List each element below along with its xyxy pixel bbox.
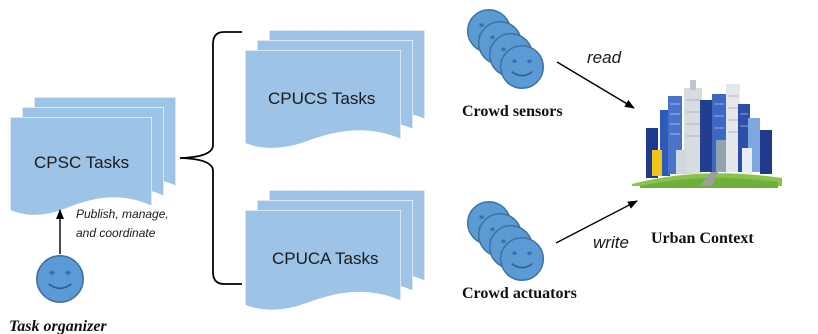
write-arrow — [555, 200, 638, 244]
cpucs-doc-stack: CPUCS Tasks — [245, 30, 425, 150]
organizer-action-line2: and coordinate — [76, 226, 156, 240]
crowd-actuators-group: Crowd actuators — [462, 200, 577, 302]
write-label: write — [593, 233, 629, 252]
crowd-sensors-group: Crowd sensors — [462, 8, 563, 120]
cpuca-doc-stack: CPUCA Tasks — [245, 190, 425, 312]
cpuca-tasks-label: CPUCA Tasks — [272, 249, 378, 268]
city-skyline-icon — [632, 80, 782, 188]
curly-brace — [179, 31, 242, 285]
read-label: read — [587, 48, 622, 67]
sensor-face-icon — [499, 44, 545, 90]
urban-context-label: Urban Context — [651, 230, 754, 247]
task-organizer-label: Task organizer — [9, 318, 107, 334]
task-organizer-face-icon — [36, 255, 84, 303]
read-arrow — [556, 61, 635, 109]
organizer-action-line1: Publish, manage, — [76, 207, 169, 221]
cpucs-tasks-label: CPUCS Tasks — [268, 89, 375, 108]
crowd-sensors-label: Crowd sensors — [462, 103, 563, 120]
actuator-face-icon — [499, 236, 545, 282]
cpsc-tasks-label: CPSC Tasks — [34, 153, 129, 172]
crowd-actuators-label: Crowd actuators — [462, 285, 577, 302]
cpsc-doc-stack: CPSC Tasks — [10, 97, 176, 217]
